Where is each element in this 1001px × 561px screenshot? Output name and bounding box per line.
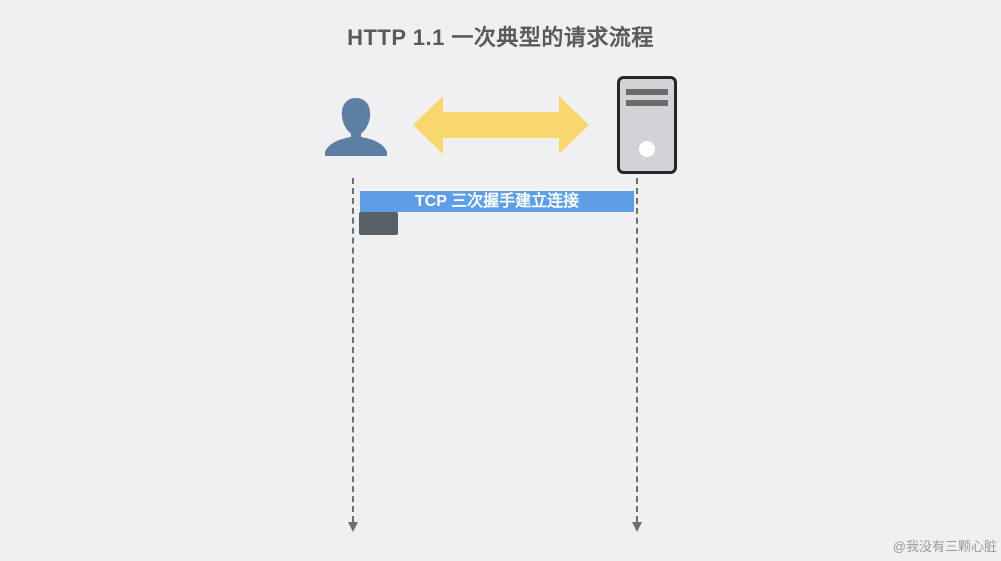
user-icon <box>325 98 387 156</box>
server-lifeline-arrowhead <box>632 522 642 532</box>
client-lifeline <box>352 178 354 522</box>
tcp-handshake-bar: TCP 三次握手建立连接 <box>360 191 634 212</box>
diagram-title: HTTP 1.1 一次典型的请求流程 <box>347 25 654 50</box>
server-icon <box>617 76 677 174</box>
server-lifeline <box>636 178 638 522</box>
client-lifeline-arrowhead <box>348 522 358 532</box>
watermark: @我没有三颗心脏 <box>892 539 997 554</box>
double-arrow-icon <box>413 96 589 154</box>
request-block <box>359 212 398 235</box>
